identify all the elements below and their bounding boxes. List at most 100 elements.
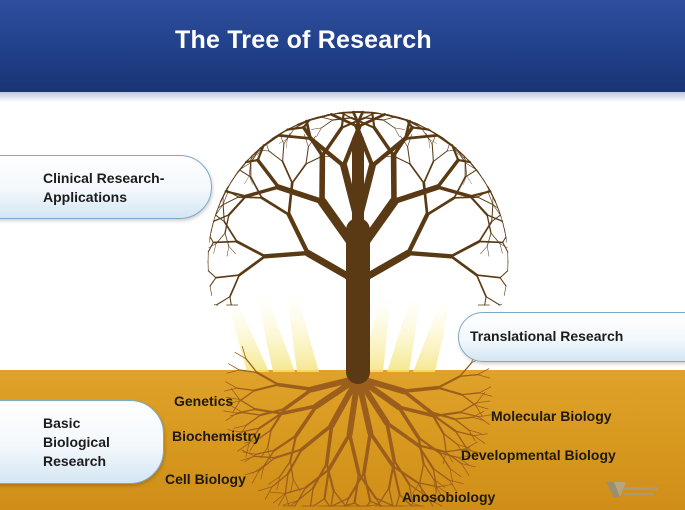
sun-rays bbox=[227, 294, 451, 372]
tree-root bbox=[417, 444, 435, 470]
tree-branch bbox=[225, 185, 230, 191]
tree-branch bbox=[431, 133, 437, 145]
tree-branch bbox=[432, 131, 435, 134]
tree-branch bbox=[422, 181, 429, 216]
tree-root bbox=[245, 357, 258, 374]
sun-ray bbox=[413, 300, 451, 372]
tree-root bbox=[377, 487, 390, 506]
tree-root bbox=[366, 500, 371, 507]
tree-root bbox=[468, 429, 482, 434]
tree-root bbox=[408, 483, 414, 505]
tree-branch bbox=[476, 169, 481, 176]
tree-root bbox=[276, 476, 281, 491]
tree-root bbox=[294, 404, 319, 438]
tree-root bbox=[328, 375, 361, 429]
tree-branch bbox=[497, 207, 501, 216]
tree-root bbox=[442, 450, 447, 464]
tree-branch bbox=[386, 145, 395, 157]
tree-root bbox=[264, 486, 273, 500]
tree-root bbox=[263, 449, 276, 467]
tree-root bbox=[454, 416, 474, 420]
tree-canopy bbox=[207, 110, 509, 384]
tree-root bbox=[249, 439, 258, 452]
tree-root bbox=[368, 431, 396, 469]
tree-root bbox=[231, 405, 244, 413]
tree-branch bbox=[311, 127, 322, 130]
tree-branch bbox=[425, 196, 456, 216]
header-banner: The Tree of Research bbox=[0, 0, 685, 92]
tree-branch bbox=[492, 204, 501, 216]
tree-branch bbox=[225, 189, 239, 198]
tree-root bbox=[223, 410, 238, 414]
tree-branch bbox=[229, 274, 241, 298]
tree-root bbox=[461, 393, 477, 407]
tree-root bbox=[268, 476, 281, 485]
tree-branch bbox=[207, 241, 214, 253]
tree-branch bbox=[300, 121, 306, 124]
tree-root bbox=[237, 443, 250, 452]
tree-branch bbox=[249, 176, 263, 199]
tree-root bbox=[232, 400, 241, 412]
tree-branch bbox=[489, 189, 493, 195]
tree-root bbox=[240, 427, 261, 433]
tree-branch bbox=[491, 214, 502, 223]
tree-branch bbox=[235, 169, 240, 176]
tree-root bbox=[353, 472, 360, 505]
tree-root bbox=[433, 411, 462, 417]
tree-root bbox=[290, 479, 294, 494]
tree-root bbox=[267, 429, 272, 448]
tree-branch bbox=[207, 270, 217, 279]
tree-root bbox=[309, 487, 314, 507]
tree-branch bbox=[249, 147, 261, 164]
tree-root bbox=[294, 486, 307, 507]
tree-branch bbox=[333, 112, 340, 115]
tree-branch bbox=[503, 228, 507, 238]
tree-root bbox=[229, 431, 242, 440]
tree-root bbox=[273, 448, 303, 459]
tree-root bbox=[230, 412, 244, 417]
tree-branch bbox=[267, 136, 276, 144]
tree-branch bbox=[436, 134, 457, 150]
tree-branch bbox=[435, 185, 472, 199]
tree-root bbox=[226, 369, 240, 374]
tree-root bbox=[272, 493, 286, 504]
tree-root bbox=[479, 386, 492, 394]
tree-branch bbox=[393, 155, 411, 165]
tree-root bbox=[283, 500, 298, 506]
tree-root bbox=[398, 494, 413, 507]
tree-root bbox=[244, 453, 257, 463]
developmental-biology-label: Developmental Biology bbox=[461, 447, 616, 463]
tree-branch bbox=[249, 175, 253, 185]
tree-root bbox=[276, 382, 314, 392]
tree-root bbox=[253, 383, 280, 392]
tree-root bbox=[254, 455, 276, 459]
tree-branch bbox=[410, 121, 418, 125]
tree-root bbox=[442, 432, 447, 452]
tree-branch bbox=[244, 175, 250, 185]
tree-root bbox=[254, 408, 283, 415]
tree-branch bbox=[435, 158, 460, 189]
tree-branch bbox=[262, 250, 310, 259]
tree-root bbox=[442, 432, 459, 446]
tree-root bbox=[277, 493, 286, 507]
sun-ray bbox=[257, 296, 295, 372]
tree-branch bbox=[487, 191, 494, 205]
tree-branch bbox=[239, 166, 243, 171]
tree-branch bbox=[260, 146, 263, 149]
tree-root bbox=[476, 391, 486, 404]
tree-root bbox=[289, 434, 298, 463]
tree-root bbox=[401, 385, 440, 394]
tree-root bbox=[375, 504, 379, 507]
tree-branch bbox=[285, 138, 288, 149]
tree-branch bbox=[340, 116, 366, 129]
tree-branch bbox=[466, 175, 472, 185]
tree-root bbox=[289, 460, 294, 481]
tree-branch bbox=[486, 232, 492, 247]
tree-root bbox=[425, 495, 440, 500]
tree-branch bbox=[354, 162, 376, 226]
tree-root bbox=[459, 362, 473, 377]
tree-branch bbox=[478, 240, 504, 244]
page-title: The Tree of Research bbox=[175, 26, 432, 54]
tree-branch bbox=[486, 214, 504, 222]
